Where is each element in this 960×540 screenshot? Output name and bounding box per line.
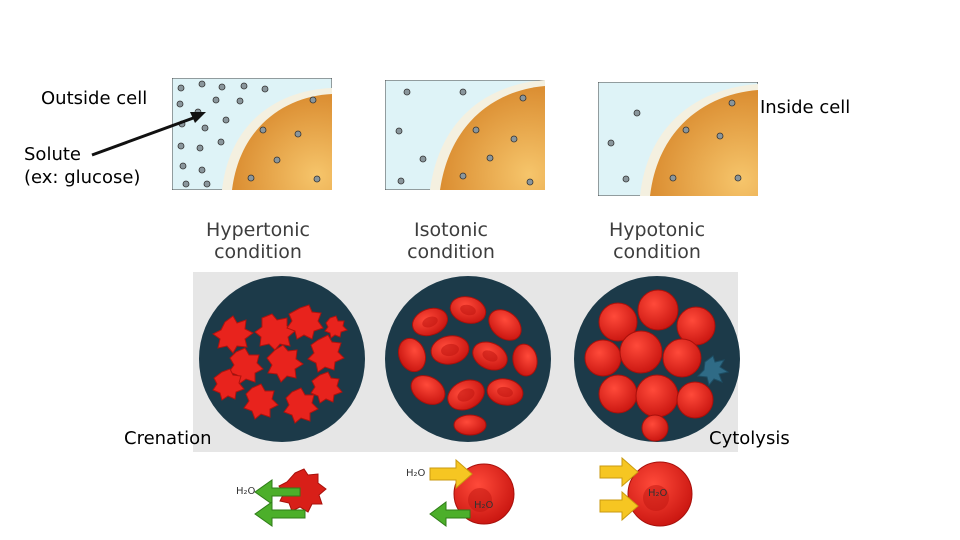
- solute-label: Solute (ex: glucose): [24, 144, 140, 189]
- normal-cells-dish: [385, 276, 551, 442]
- water-in-arrow-icon: [599, 456, 639, 488]
- water-label: H₂O: [406, 468, 426, 479]
- inside-cell-label: Inside cell: [760, 97, 851, 118]
- water-label: H₂O: [474, 500, 494, 511]
- solute-particles: [607, 99, 742, 183]
- lysed-cell-ghost: [696, 355, 730, 387]
- solute-pointer-arrow: [91, 112, 206, 157]
- water-out-arrow-icon: [429, 501, 471, 527]
- condition-line2: condition: [214, 240, 302, 263]
- condition-line1: Hypertonic: [206, 219, 310, 241]
- hypotonic-cell-panel: [598, 82, 758, 196]
- crenation-label: Crenation: [124, 428, 212, 449]
- isotonic-cell-panel: [385, 80, 545, 190]
- hypotonic-condition-label: Hypotonic condition: [572, 219, 742, 264]
- condition-line2: condition: [613, 240, 701, 263]
- solute-label-line1: Solute: [24, 144, 81, 165]
- solute-particles: [395, 88, 534, 186]
- shrinking-cell-diagram: [254, 468, 327, 527]
- water-out-arrow-icon: [254, 479, 301, 505]
- water-in-arrow-icon: [429, 458, 473, 490]
- solute-label-line2: (ex: glucose): [24, 166, 141, 188]
- cytolysis-label: Cytolysis: [709, 428, 790, 449]
- water-out-arrow-icon: [254, 501, 306, 527]
- swelling-cell-diagram: [599, 456, 693, 527]
- water-label: H₂O: [236, 486, 256, 497]
- outside-cell-label: Outside cell: [41, 88, 148, 109]
- water-label: H₂O: [648, 488, 668, 499]
- hypertonic-cell-panel: [172, 78, 332, 190]
- crenated-cells-dish: [199, 276, 365, 442]
- swollen-cells-dish: [574, 276, 740, 442]
- stable-cell-diagram: [429, 458, 515, 527]
- isotonic-condition-label: Isotonic condition: [366, 219, 536, 264]
- water-in-arrow-icon: [599, 490, 639, 522]
- condition-line2: condition: [407, 240, 495, 263]
- condition-line1: Isotonic: [414, 219, 488, 241]
- condition-line1: Hypotonic: [608, 219, 706, 241]
- hypertonic-condition-label: Hypertonic condition: [173, 219, 343, 264]
